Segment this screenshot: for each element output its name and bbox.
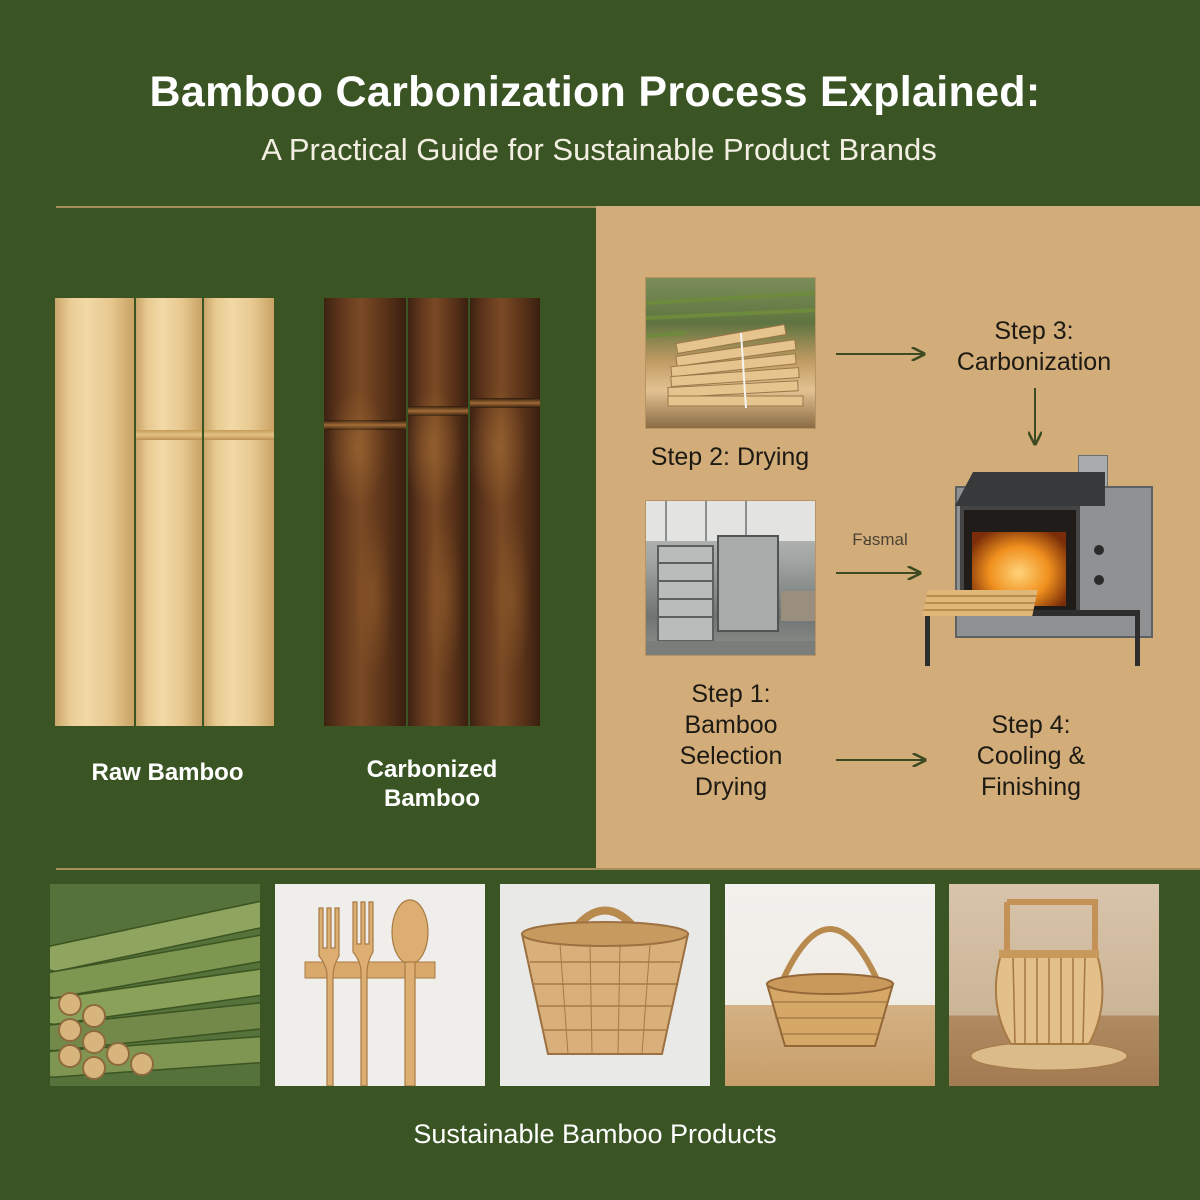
carbonized-label-line: Bamboo: [384, 785, 480, 812]
drying-photo: [645, 277, 816, 429]
step-label-line: Cooling &: [976, 742, 1086, 770]
step-label-line: Finishing: [980, 773, 1082, 801]
step-label-line: Step 3:: [994, 317, 1074, 345]
page-subtitle: A Practical Guide for Sustainable Produc…: [261, 132, 937, 167]
step-label-line: Selection: [679, 742, 783, 770]
bamboo-pole: [470, 298, 540, 726]
products-caption: Sustainable Bamboo Products: [413, 1119, 777, 1149]
divider: [56, 868, 1200, 870]
page-title: Bamboo Carbonization Process Explained:: [149, 68, 1041, 116]
step-label-line: Carbonization: [956, 348, 1112, 376]
carbonized-label-line: Carbonized: [366, 756, 498, 783]
step-4-label: Step 4: Cooling & Finishing: [945, 710, 1117, 803]
raw-bamboo-image: [55, 298, 274, 726]
bamboo-pole: [324, 298, 406, 726]
bamboo-node: [204, 430, 274, 440]
bamboo-pole: [204, 298, 274, 726]
product-bamboo-poles: [50, 884, 260, 1086]
kiln-knob: [1094, 545, 1104, 555]
step-label-line: Step 1:: [691, 680, 771, 708]
step-1-label: Step 1: Bamboo Selection Drying: [650, 679, 812, 803]
step-label-line: Drying: [694, 773, 768, 801]
carbonized-bamboo-label: Carbonized Bamboo: [318, 755, 546, 813]
step-2-label: Step 2: Drying: [650, 443, 810, 471]
step-3-label: Step 3: Carbonization: [940, 316, 1128, 378]
bamboo-pole: [408, 298, 468, 726]
bamboo-pole: [55, 298, 134, 726]
divider: [56, 206, 596, 208]
step-label-line: Step 4:: [991, 711, 1071, 739]
kiln-roof: [955, 472, 1105, 506]
carbonized-bamboo-image: [324, 298, 540, 726]
bamboo-pole: [136, 298, 202, 726]
product-bamboo-utensils: [275, 884, 485, 1086]
factory-photo: [645, 500, 816, 656]
kiln-knob: [1094, 575, 1104, 585]
step-label-line: Bamboo: [684, 711, 778, 739]
raw-bamboo-label: Raw Bamboo: [91, 759, 244, 786]
bamboo-node: [136, 430, 202, 440]
arrow-label: Fᴚsmal: [852, 530, 908, 549]
product-small-basket: [725, 884, 935, 1086]
product-woven-basket: [500, 884, 710, 1086]
product-bamboo-lantern: [949, 884, 1159, 1086]
